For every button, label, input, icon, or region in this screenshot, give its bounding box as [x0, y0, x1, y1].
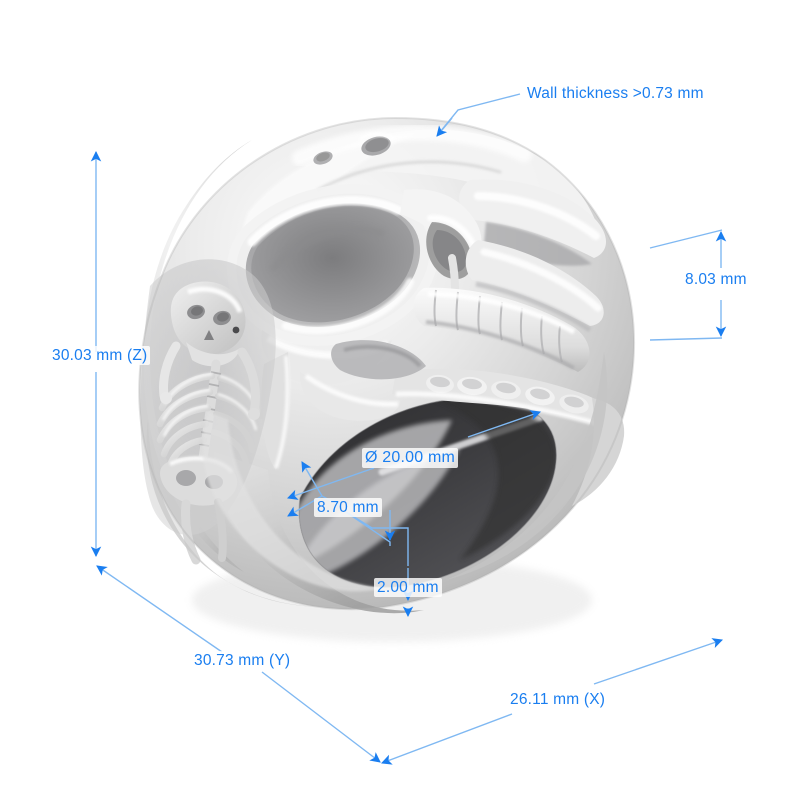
ring-band-left: [146, 420, 360, 607]
leader-wall-thickness[interactable]: [436, 93, 521, 137]
dimension-line-inner-diameter[interactable]: [287, 410, 541, 500]
skull-temporal-foramen-small: [313, 151, 333, 165]
dimension-line-y[interactable]: [96, 565, 381, 763]
dimension-line-x[interactable]: [381, 638, 723, 765]
label-depth-y: 30.73 mm (Y): [191, 651, 294, 671]
ring-band-right: [446, 352, 608, 580]
skull-eye-socket-left: [226, 184, 439, 346]
skull-temporal-foramen: [358, 132, 396, 156]
skull-upper-teeth: [413, 287, 590, 372]
skeleton-skull: [170, 281, 246, 367]
label-width-x: 26.11 mm (X): [507, 690, 609, 710]
skull-mandible: [392, 368, 625, 506]
label-inner-diameter: Ø 20.00 mm: [362, 448, 459, 468]
label-height-z: 30.03 mm (Z): [49, 346, 151, 366]
skull-temporal-fenestra: [331, 340, 426, 380]
skeleton-arm: [159, 341, 260, 420]
label-wall-thickness: Wall thickness >0.73 mm: [524, 84, 707, 104]
ring-band-front: [202, 412, 384, 592]
label-band-width: 8.70 mm: [314, 498, 382, 518]
ring-body: [138, 116, 636, 614]
ring-shank: [213, 452, 424, 614]
skull-nasal-cavity: [400, 189, 482, 322]
dimension-line-band-height[interactable]: [649, 229, 727, 341]
label-band-height: 8.03 mm: [682, 270, 750, 290]
skull-cheekbone: [465, 240, 604, 333]
skull-jaw-strut: [299, 372, 400, 421]
label-thickness: 2.00 mm: [374, 578, 442, 598]
skull-molars: [426, 374, 589, 414]
